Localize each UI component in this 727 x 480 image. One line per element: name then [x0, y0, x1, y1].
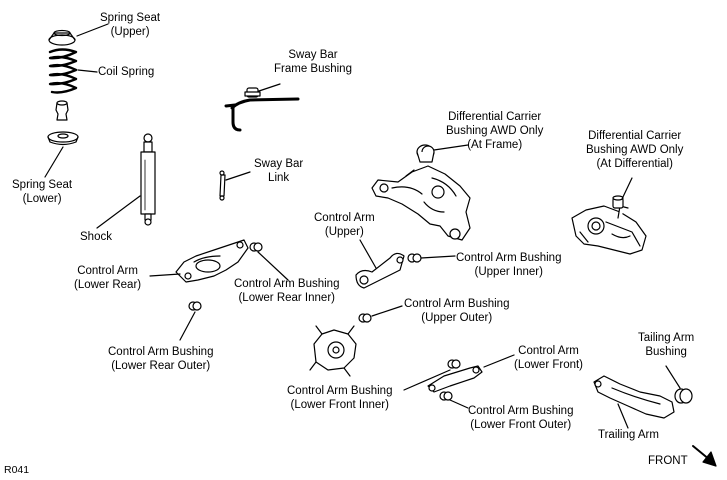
- upper-outer-bushing-part: [358, 313, 372, 323]
- leader-lower-rear-outer-bushing: [179, 311, 196, 341]
- label-spring-seat-upper: Spring Seat (Upper): [100, 12, 161, 38]
- label-control-arm-bushing-lower-rear-inner: Control Arm Bushing (Lower Rear Inner): [234, 278, 340, 304]
- spring-seat-upper-part: [48, 29, 76, 46]
- leader-sway-bar-link: [225, 171, 251, 181]
- front-arrow-icon: [692, 445, 717, 467]
- leader-coil-spring: [77, 69, 98, 73]
- upper-inner-bushing-part: [407, 253, 422, 263]
- figure-id: R041: [4, 464, 30, 476]
- leader-upper-inner-bushing: [420, 255, 456, 259]
- label-control-arm-bushing-lower-front-inner: Control Arm Bushing (Lower Front Inner): [287, 385, 393, 411]
- leader-control-arm-upper: [359, 239, 377, 269]
- leader-upper-outer-bushing: [371, 305, 403, 317]
- label-control-arm-upper: Control Arm (Upper): [314, 212, 375, 238]
- differential-part: [571, 205, 647, 255]
- control-arm-lower-rear-part: [175, 239, 249, 283]
- label-coil-spring: Coil Spring: [98, 66, 155, 78]
- sway-bar-part: [224, 97, 300, 132]
- lower-front-outer-bushing-part: [439, 391, 453, 401]
- differential-carrier-part: [371, 165, 471, 241]
- label-spring-seat-lower: Spring Seat (Lower): [12, 179, 73, 205]
- label-front: FRONT: [648, 455, 688, 467]
- coil-spring-part: [48, 48, 78, 94]
- trailing-arm-bushing-part: [674, 388, 693, 404]
- leader-spring-seat-lower: [44, 146, 64, 178]
- leader-diff-bushing-frame: [433, 144, 469, 151]
- leader-trailing-arm-bushing: [665, 365, 681, 389]
- knuckle-part: [309, 325, 357, 377]
- leader-lower-front-outer-bushing: [449, 399, 469, 409]
- label-control-arm-bushing-lower-front-outer: Control Arm Bushing (Lower Front Outer): [468, 405, 574, 431]
- trailing-arm-part: [593, 375, 675, 419]
- leader-trailing-arm: [617, 403, 629, 429]
- leader-control-arm-lower-rear: [149, 273, 181, 277]
- label-trailing-arm: Trailing Arm: [598, 429, 659, 441]
- bump-stop-part: [55, 100, 69, 121]
- lower-rear-inner-bushing-part: [249, 242, 263, 252]
- label-diff-carrier-bushing-frame: Differential Carrier Bushing AWD Only (A…: [446, 111, 544, 151]
- leader-spring-seat-upper: [76, 23, 109, 37]
- leader-control-arm-lower-front: [483, 354, 515, 368]
- label-shock: Shock: [80, 231, 112, 243]
- label-control-arm-bushing-lower-rear-outer: Control Arm Bushing (Lower Rear Outer): [108, 346, 214, 372]
- label-diff-carrier-bushing-diff: Differential Carrier Bushing AWD Only (A…: [586, 130, 684, 170]
- label-sway-bar-frame-bushing: Sway Bar Frame Bushing: [274, 49, 352, 75]
- shock-part: [140, 133, 156, 226]
- label-control-arm-lower-rear: Control Arm (Lower Rear): [74, 265, 142, 291]
- leader-lower-rear-inner-bushing: [257, 251, 289, 281]
- label-control-arm-bushing-upper-inner: Control Arm Bushing (Upper Inner): [456, 252, 562, 278]
- leader-shock: [96, 195, 141, 229]
- spring-seat-lower-part: [47, 131, 79, 146]
- sway-bar-frame-bushing-part: [244, 87, 261, 98]
- leader-lower-front-inner-bushing: [403, 369, 451, 391]
- lower-rear-outer-bushing-part: [188, 301, 202, 311]
- leader-sway-bar-bushing: [258, 83, 281, 92]
- control-arm-lower-front-part: [427, 365, 483, 393]
- diff-bushing-frame-part: [416, 144, 435, 163]
- label-sway-bar-link: Sway Bar Link: [254, 158, 304, 184]
- label-control-arm-lower-front: Control Arm (Lower Front): [514, 345, 584, 371]
- control-arm-upper-part: [355, 252, 405, 289]
- diff-bushing-diff-part: [612, 195, 624, 209]
- label-tailing-arm-bushing: Tailing Arm Bushing: [638, 332, 695, 358]
- lower-front-inner-bushing-part: [447, 359, 461, 369]
- sway-bar-link-part: [219, 170, 226, 201]
- label-control-arm-bushing-upper-outer: Control Arm Bushing (Upper Outer): [404, 298, 510, 324]
- leader-diff-bushing-diff: [621, 177, 633, 200]
